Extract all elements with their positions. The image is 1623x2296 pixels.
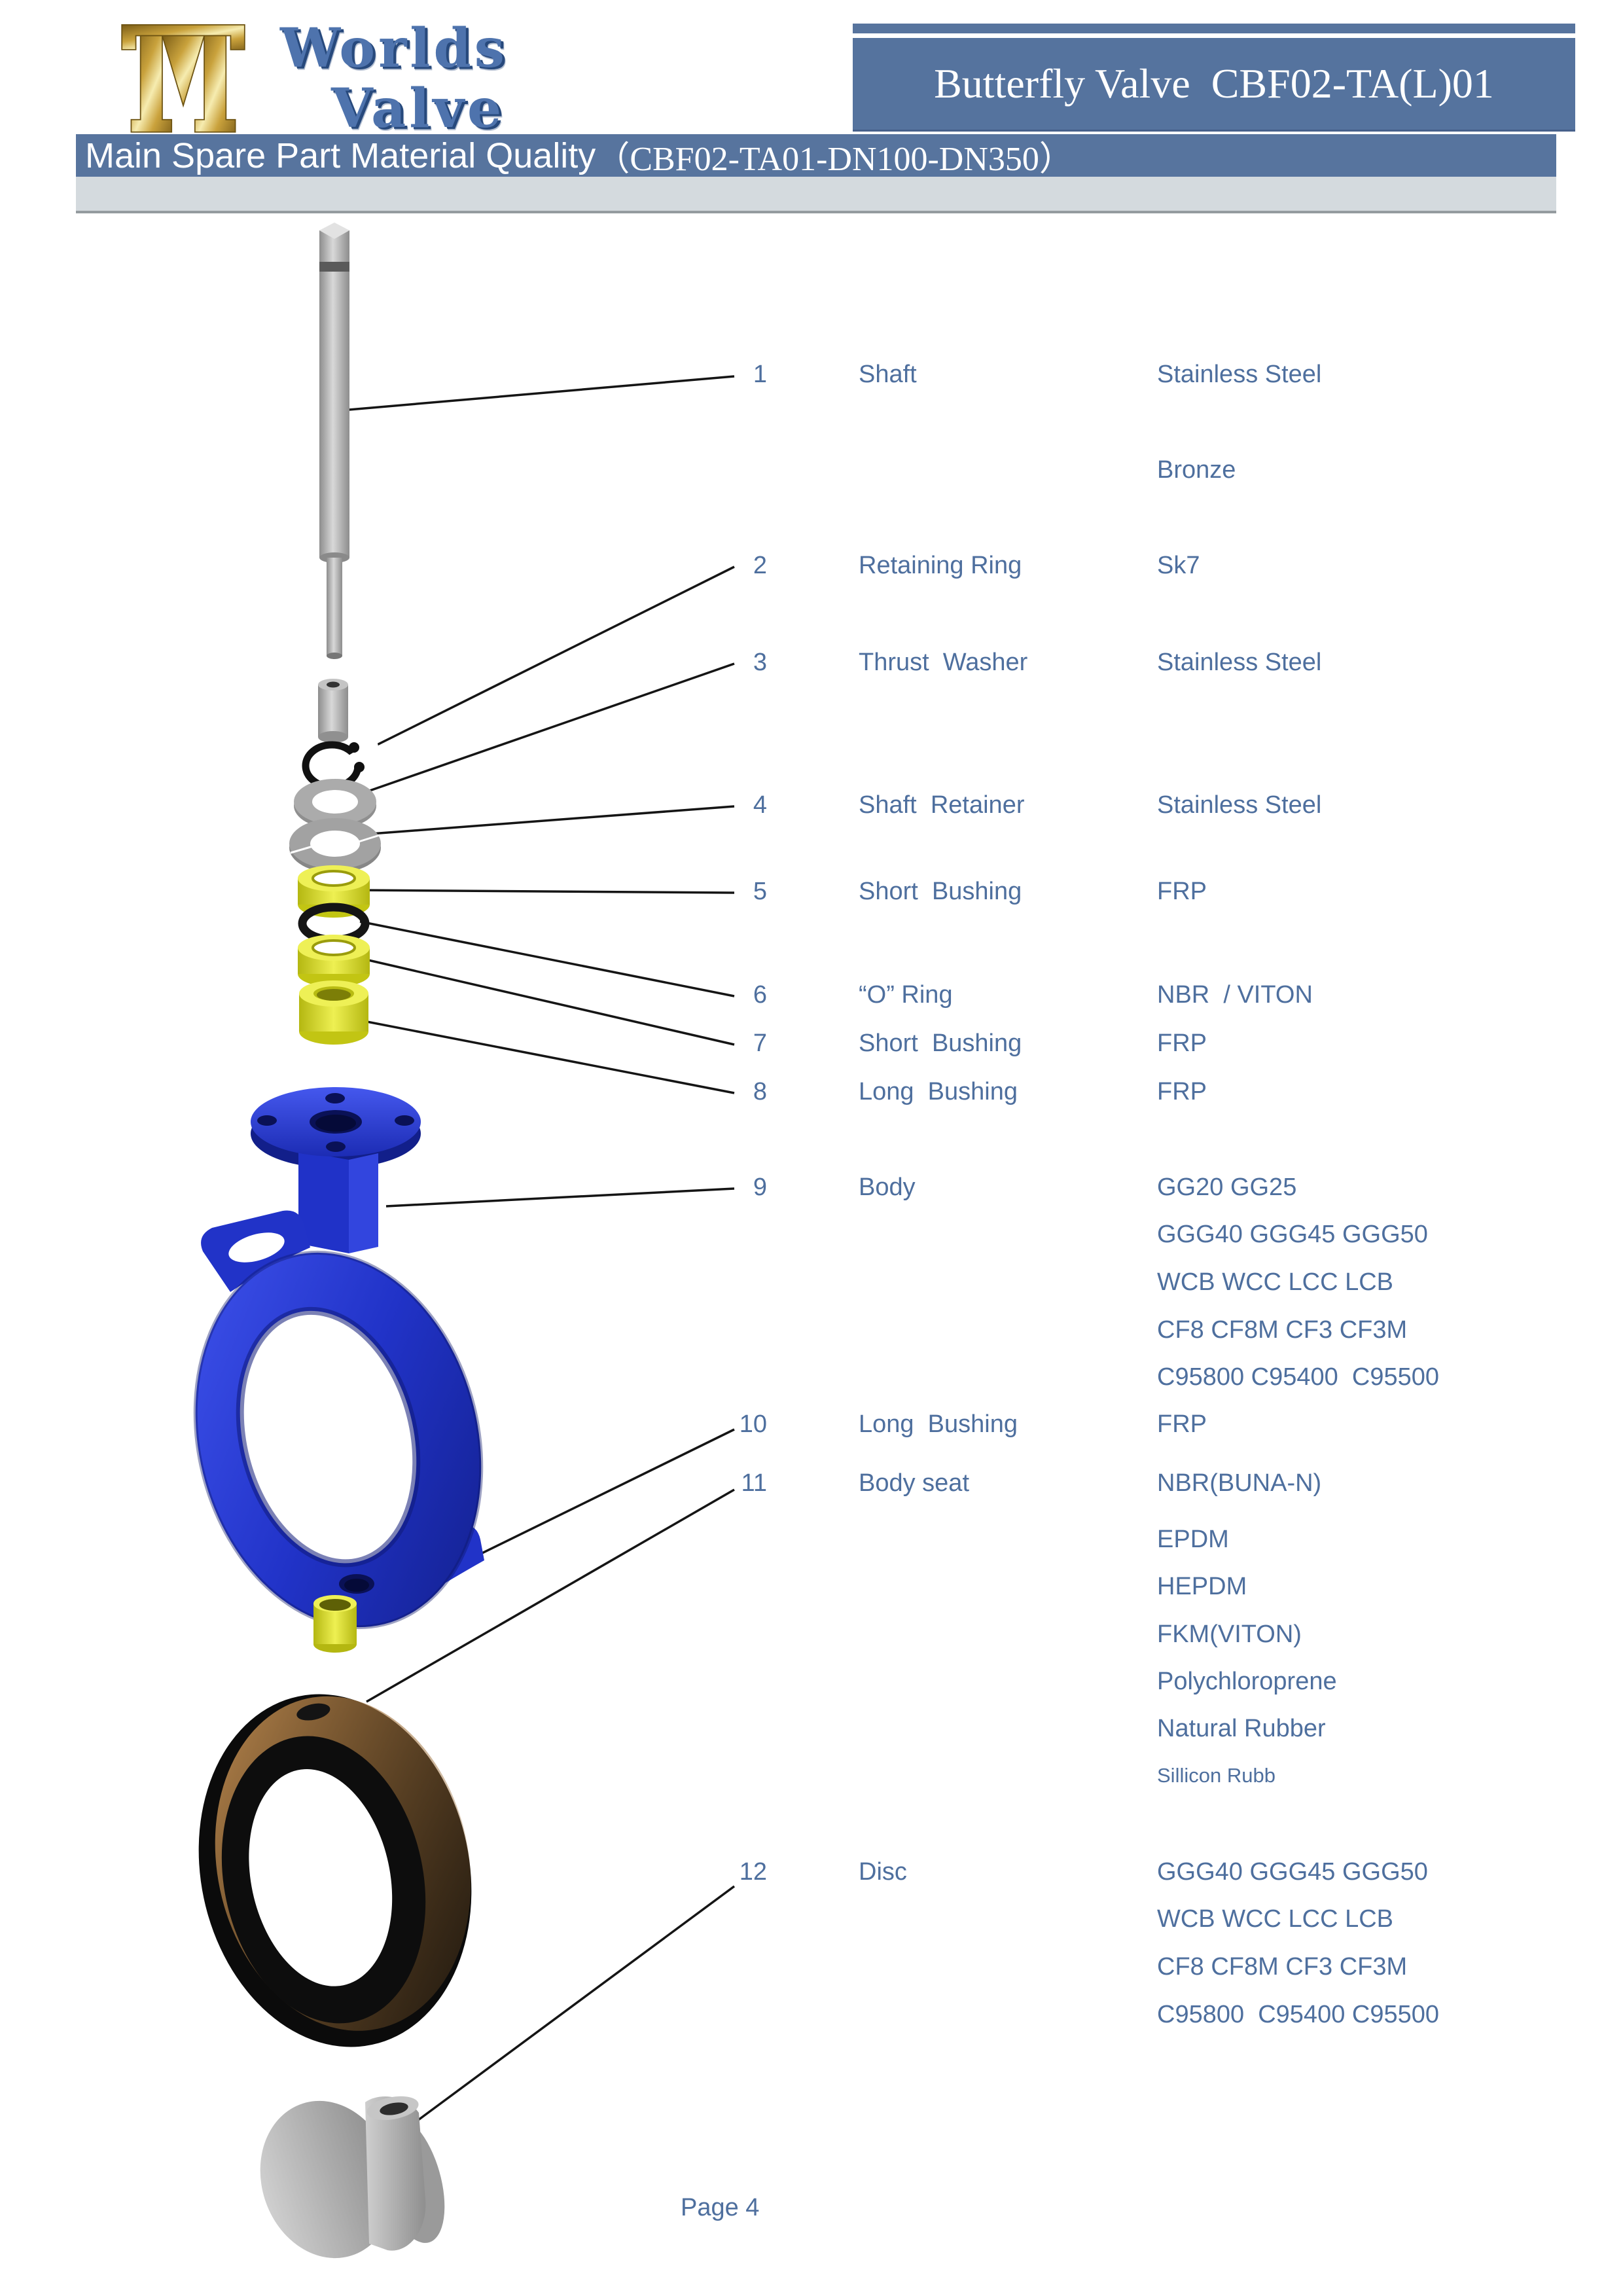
logo-word-valve: Valve — [331, 77, 505, 140]
part-material: CF8 CF8M CF3 CF3M — [1157, 1953, 1408, 1981]
leader-line-6 — [359, 920, 735, 997]
part-number: 10 — [739, 1410, 767, 1438]
leader-line-7 — [359, 957, 735, 1046]
part-number: 7 — [753, 1030, 767, 1057]
part-number: 2 — [753, 552, 767, 579]
valve-body-part — [193, 1087, 484, 1630]
section-code: （CBF02-TA01-DN100-DN350） — [596, 141, 1073, 178]
page-title: Butterfly Valve CBF02-TA(L)01 — [934, 60, 1494, 107]
part-material: Polychloroprene — [1157, 1668, 1337, 1695]
leader-line-11 — [366, 1488, 735, 1703]
leader-line-9 — [385, 1187, 735, 1208]
leader-line-1 — [333, 375, 735, 412]
title-box: Butterfly Valve CBF02-TA(L)01 — [853, 38, 1575, 132]
part-material: Stainless Steel — [1157, 649, 1322, 676]
part-name: Shaft Retainer — [859, 791, 1025, 819]
part-material: FRP — [1157, 1030, 1207, 1057]
part-material: Bronze — [1157, 456, 1236, 484]
body-seat-part — [198, 1694, 472, 2047]
part-material: FRP — [1157, 1410, 1207, 1438]
part-name: Long Bushing — [859, 1410, 1018, 1438]
part-number: 1 — [753, 361, 767, 388]
part-material: GGG40 GGG45 GGG50 — [1157, 1221, 1428, 1248]
section-subbar — [76, 177, 1556, 213]
part-number: 4 — [753, 791, 767, 819]
logo-word-worlds: Worlds — [280, 17, 508, 80]
part-name: Shaft — [859, 361, 917, 388]
shaft-retainer-part — [289, 818, 381, 873]
part-material: C95800 C95400 C95500 — [1157, 2001, 1440, 2028]
part-material: NBR / VITON — [1157, 981, 1313, 1009]
part-name: “O” Ring — [859, 981, 953, 1009]
part-material: FRP — [1157, 1078, 1207, 1105]
disc-part — [260, 2096, 445, 2259]
part-material: GGG40 GGG45 GGG50 — [1157, 1858, 1428, 1886]
page-number: Page 4 — [681, 2194, 760, 2221]
short-bushing-2-part — [298, 935, 370, 987]
part-material: Sillicon Rubb — [1157, 1764, 1275, 1787]
leader-lines — [333, 375, 736, 2140]
part-name: Short Bushing — [859, 878, 1022, 905]
part-number: 8 — [753, 1078, 767, 1105]
part-name: Short Bushing — [859, 1030, 1022, 1057]
part-number: 3 — [753, 649, 767, 676]
long-bushing-part — [299, 980, 368, 1045]
tm-monogram-logo-icon — [121, 24, 245, 133]
part-number: 6 — [753, 981, 767, 1009]
part-name: Long Bushing — [859, 1078, 1018, 1105]
part-material: CF8 CF8M CF3 CF3M — [1157, 1316, 1408, 1344]
part-material: WCB WCC LCC LCB — [1157, 1905, 1394, 1933]
part-material: NBR(BUNA-N) — [1157, 1469, 1322, 1497]
part-name: Retaining Ring — [859, 552, 1022, 579]
leader-line-12 — [391, 1885, 736, 2140]
part-material: WCB WCC LCC LCB — [1157, 1268, 1394, 1296]
part-material: Stainless Steel — [1157, 361, 1322, 388]
part-number: 5 — [753, 878, 767, 905]
part-material: Stainless Steel — [1157, 791, 1322, 819]
part-number: 11 — [741, 1469, 767, 1497]
thrust-washer-part — [294, 779, 376, 829]
part-material: FRP — [1157, 878, 1207, 905]
leader-line-5 — [358, 889, 735, 894]
part-material: Sk7 — [1157, 552, 1200, 579]
retaining-ring-part — [302, 738, 383, 791]
shaft-part — [319, 223, 349, 659]
part-name: Thrust Washer — [859, 649, 1028, 676]
part-number: 9 — [753, 1174, 767, 1201]
part-material: HEPDM — [1157, 1573, 1247, 1600]
section-title: Main Spare Part Material Quality — [85, 135, 596, 175]
leader-line-8 — [349, 1017, 735, 1094]
part-number: 12 — [739, 1858, 767, 1886]
title-accent-bar — [853, 24, 1575, 33]
section-header-bar: Main Spare Part Material Quality （CBF02-… — [76, 134, 1556, 178]
part-material: EPDM — [1157, 1526, 1229, 1553]
part-material: Natural Rubber — [1157, 1715, 1326, 1742]
lower-long-bushing-part — [313, 1595, 357, 1653]
part-name: Body — [859, 1174, 916, 1201]
leader-line-2 — [358, 565, 735, 755]
part-name: Disc — [859, 1858, 907, 1886]
part-name: Body seat — [859, 1469, 969, 1497]
part-material: FKM(VITON) — [1157, 1621, 1302, 1648]
shaft-sleeve-part — [318, 679, 348, 743]
part-material: C95800 C95400 C95500 — [1157, 1363, 1440, 1391]
part-material: GG20 GG25 — [1157, 1174, 1297, 1201]
leader-line-4 — [353, 805, 735, 836]
leader-line-3 — [354, 662, 735, 797]
